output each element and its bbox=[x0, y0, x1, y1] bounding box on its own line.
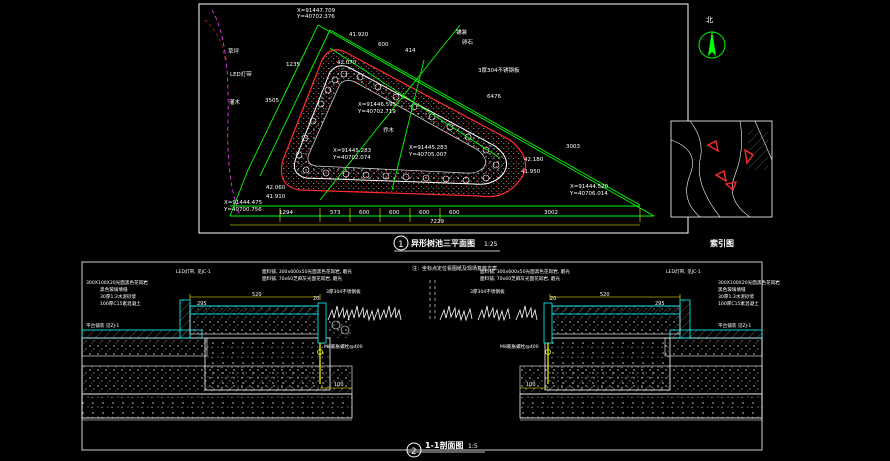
shrub-label: 灌木 bbox=[229, 98, 241, 106]
led-label: LED灯带 bbox=[230, 70, 252, 78]
coord-label: Y=40702.376 bbox=[296, 14, 335, 20]
plan-frame bbox=[198, 3, 689, 234]
tree-label: 乔木 bbox=[383, 126, 395, 134]
material-label: 300X100X20光面黑色花岗岩 bbox=[718, 279, 780, 286]
dim-label: 20 bbox=[313, 296, 319, 302]
pebble-label: 卵石 bbox=[462, 38, 474, 46]
dim-label: 600 bbox=[378, 42, 389, 48]
dim-label: 3505 bbox=[265, 98, 279, 104]
dim-label: 520 bbox=[600, 292, 610, 298]
dim-label: 6476 bbox=[487, 94, 501, 100]
dim-total: 7229 bbox=[430, 219, 444, 225]
plan-dimensions: 1294 573 600 600 600 600 3002 7229 6476 … bbox=[265, 42, 580, 225]
coord-label: Y=40702.074 bbox=[332, 155, 371, 161]
north-arrow: 北 bbox=[698, 16, 726, 59]
paving-label: 铺装 bbox=[456, 28, 468, 36]
bolt-note: M8膨胀螺栓@400 bbox=[324, 343, 363, 350]
plan-number: 1 bbox=[398, 240, 403, 250]
elevation-label: 42.060 bbox=[266, 185, 286, 191]
plan-coords: X=91447.709 Y=40702.376 X=91446.595 Y=40… bbox=[223, 8, 609, 213]
material-label: 黑色玻璃填缝 bbox=[718, 286, 746, 293]
edge-note: 3厚304不锈钢板 bbox=[478, 66, 520, 74]
tree-pit-shape bbox=[280, 49, 527, 198]
coord-label: X=91446.595 bbox=[358, 102, 397, 108]
dim-label: 20 bbox=[550, 296, 556, 302]
section-title: 1-1剖面图 bbox=[425, 440, 463, 450]
bolt-note: M8膨胀螺栓@400 bbox=[500, 343, 539, 350]
steel-note: 3厚304不锈钢板 bbox=[326, 288, 361, 295]
section-left bbox=[81, 299, 402, 384]
plan-dim-lines bbox=[229, 24, 655, 217]
section-right bbox=[439, 299, 763, 384]
section-scale: 1:5 bbox=[468, 443, 478, 450]
material-label: 30厚1:3水泥砂浆 bbox=[100, 293, 137, 300]
plan-scale: 1:25 bbox=[484, 241, 498, 248]
material-label: 平台铺装 见ZJ-1 bbox=[718, 322, 751, 329]
paving-note: 面料铺, 300x600x50光面黑色花岗岩, 磨光 bbox=[480, 268, 570, 275]
material-label: 100厚C15素混凝土 bbox=[718, 300, 759, 307]
elevation-label: 41.910 bbox=[266, 194, 286, 200]
dim-label: 100 bbox=[526, 382, 536, 388]
dim-label: 1294 bbox=[279, 210, 293, 216]
coord-label: Y=40705.007 bbox=[408, 152, 447, 158]
led-label: LED灯带, 见JC-1 bbox=[666, 268, 701, 275]
index-title: 索引图 bbox=[710, 238, 734, 248]
north-label: 北 bbox=[706, 16, 713, 24]
dim-label: 295 bbox=[655, 301, 665, 307]
dim-label: 295 bbox=[197, 301, 207, 307]
dim-label: 3003 bbox=[566, 144, 580, 150]
material-label: 30厚1:3水泥砂浆 bbox=[718, 293, 755, 300]
dim-label: 100 bbox=[334, 382, 344, 388]
steel-note: 3厚304不锈钢板 bbox=[470, 288, 505, 295]
paving-note: 面料铺, 70x60芝麻灰光面花岗岩, 磨光 bbox=[262, 275, 342, 282]
coord-label: Y=40706.014 bbox=[569, 191, 608, 197]
coord-label: X=91445.283 bbox=[409, 145, 448, 151]
material-label: 黑色玻璃填缝 bbox=[100, 286, 128, 293]
dim-label: 3002 bbox=[544, 210, 558, 216]
dim-label: 600 bbox=[419, 210, 430, 216]
paving-note: 面料铺, 70x60芝麻灰光面花岗岩, 磨光 bbox=[480, 275, 560, 282]
elevation-label: 42.180 bbox=[524, 157, 544, 163]
material-label: 100厚C15素混凝土 bbox=[100, 300, 141, 307]
material-label: 300X100X20光面黑色花岗岩 bbox=[86, 279, 148, 286]
coord-label: X=91447.709 bbox=[297, 8, 336, 14]
section-note: 注：坐标点定位看图纸及现场复核方案 bbox=[412, 265, 497, 272]
coord-label: Y=40702.719 bbox=[357, 109, 396, 115]
dim-label: 600 bbox=[359, 210, 370, 216]
coord-label: X=91444.520 bbox=[570, 184, 609, 190]
elevation-label: 42.070 bbox=[337, 60, 357, 66]
plan-title-block: 1 异形树池三平面图 1:25 bbox=[393, 235, 500, 252]
coord-label: X=91444.475 bbox=[224, 200, 263, 206]
site-boundary bbox=[211, 9, 241, 216]
section-title-block: 2 1-1剖面图 1:5 bbox=[406, 440, 485, 458]
section-ground bbox=[81, 337, 763, 421]
elevation-label: 41.950 bbox=[521, 169, 541, 175]
index-map: 索引图 bbox=[670, 120, 773, 248]
material-label: 平台铺装 见ZJ-1 bbox=[86, 322, 119, 329]
dim-label: 573 bbox=[330, 210, 341, 216]
dim-label: 520 bbox=[252, 292, 262, 298]
coord-label: Y=40700.756 bbox=[223, 207, 262, 213]
led-label: LED灯带, 见JC-1 bbox=[176, 268, 211, 275]
dim-label: 1235 bbox=[286, 62, 300, 68]
grass-label: 草坪 bbox=[228, 47, 240, 55]
dim-label: 600 bbox=[449, 210, 460, 216]
dim-label: 600 bbox=[389, 210, 400, 216]
elevation-label: 41.920 bbox=[349, 32, 369, 38]
plan-title: 异形树池三平面图 bbox=[411, 238, 475, 248]
coord-label: X=91445.283 bbox=[333, 148, 372, 154]
paving-note: 面料铺, 300x600x50光面黑色花岗岩, 磨光 bbox=[262, 268, 352, 275]
dim-label: 414 bbox=[405, 48, 416, 54]
